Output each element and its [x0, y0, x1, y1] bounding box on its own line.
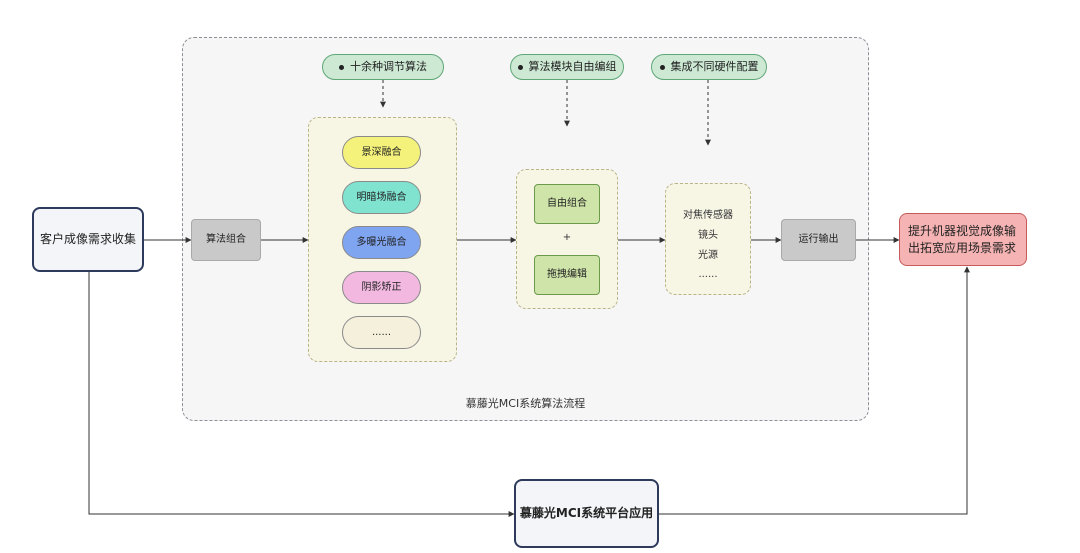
fusion-item-shadow: 阴影矫正: [342, 271, 421, 304]
hardware-item-lens: 镜头: [698, 230, 718, 242]
run-output-node: 运行输出: [781, 219, 856, 261]
feature-pill-3: 集成不同硬件配置: [651, 54, 767, 80]
fusion-item-more: ......: [342, 316, 421, 349]
arrow-platform-to-result: [659, 266, 970, 515]
plus-sign: +: [562, 232, 572, 244]
drag-edit-node: 拖拽编辑: [534, 255, 600, 295]
algorithm-combo-node: 算法组合: [191, 219, 261, 261]
arrow-source-to-platform: [88, 272, 515, 517]
hardware-item-more: ......: [698, 269, 718, 281]
fusion-item-depth: 景深融合: [342, 136, 421, 169]
feature-pill-1: 十余种调节算法: [322, 54, 444, 80]
bullet-icon: [517, 64, 523, 70]
feature-pill-2: 算法模块自由编组: [510, 54, 624, 80]
free-combo-node: 自由组合: [534, 184, 600, 224]
flow-caption: 慕藤光MCI系统算法流程: [465, 397, 586, 410]
feature-label-1: 十余种调节算法: [350, 59, 427, 73]
hardware-item-light: 光源: [698, 250, 718, 262]
platform-application-node: 慕藤光MCI系统平台应用: [514, 479, 659, 548]
hardware-item-focus-sensor: 对焦传感器: [683, 210, 733, 222]
customer-requirement-node: 客户成像需求收集: [32, 207, 144, 272]
feature-label-2: 算法模块自由编组: [528, 59, 617, 73]
bullet-icon: [659, 64, 665, 70]
fusion-item-exposure: 多曝光融合: [342, 226, 421, 259]
feature-label-3: 集成不同硬件配置: [670, 59, 759, 73]
result-node: 提升机器视觉成像输出拓宽应用场景需求: [899, 213, 1027, 266]
fusion-item-brightfield: 明暗场融合: [342, 181, 421, 214]
bullet-icon: [339, 64, 344, 70]
hardware-panel: [665, 183, 751, 295]
